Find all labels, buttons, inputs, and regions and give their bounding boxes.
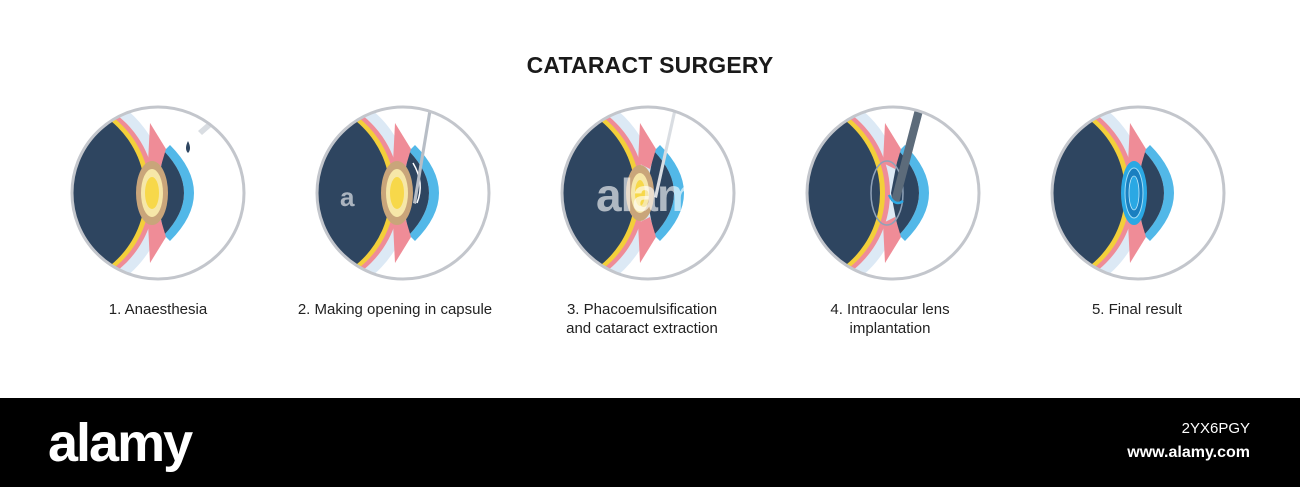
iris-lower (148, 217, 166, 263)
cornea (164, 145, 194, 241)
stage-4-caption: 4. Intraocular lens implantation (830, 301, 950, 337)
stage-3-illustration (558, 103, 738, 283)
needle (413, 107, 432, 204)
stage-5-caption: 5. Final result (1091, 301, 1183, 318)
drop (186, 141, 190, 153)
injector (891, 109, 923, 203)
stage-4-illustration (803, 103, 983, 283)
alamy-logo: alamy (48, 413, 193, 473)
iol-haptic (887, 194, 904, 205)
phaco-probe (654, 107, 677, 198)
stage-3-caption: 3. Phacoemulsification and cataract extr… (566, 301, 718, 337)
stage-1-illustration (68, 103, 248, 283)
image-id: 2YX6PGY (1181, 420, 1250, 437)
lens-core (145, 177, 159, 209)
stage-2-caption: 2. Making opening in capsule (297, 301, 493, 318)
diagram-title: CATARACT SURGERY (526, 52, 774, 78)
watermark-footer: alamy 2YX6PGY www.alamy.com (0, 398, 1300, 487)
stage-1-caption: 1. Anaesthesia (108, 301, 208, 318)
empty-capsule (870, 160, 904, 226)
stage-5-illustration (1048, 103, 1228, 283)
site-url: www.alamy.com (1127, 444, 1250, 461)
eye-interior (72, 107, 145, 279)
iris-upper (148, 123, 166, 169)
capsule-cut (412, 162, 421, 204)
stage-2-illustration (313, 103, 493, 283)
